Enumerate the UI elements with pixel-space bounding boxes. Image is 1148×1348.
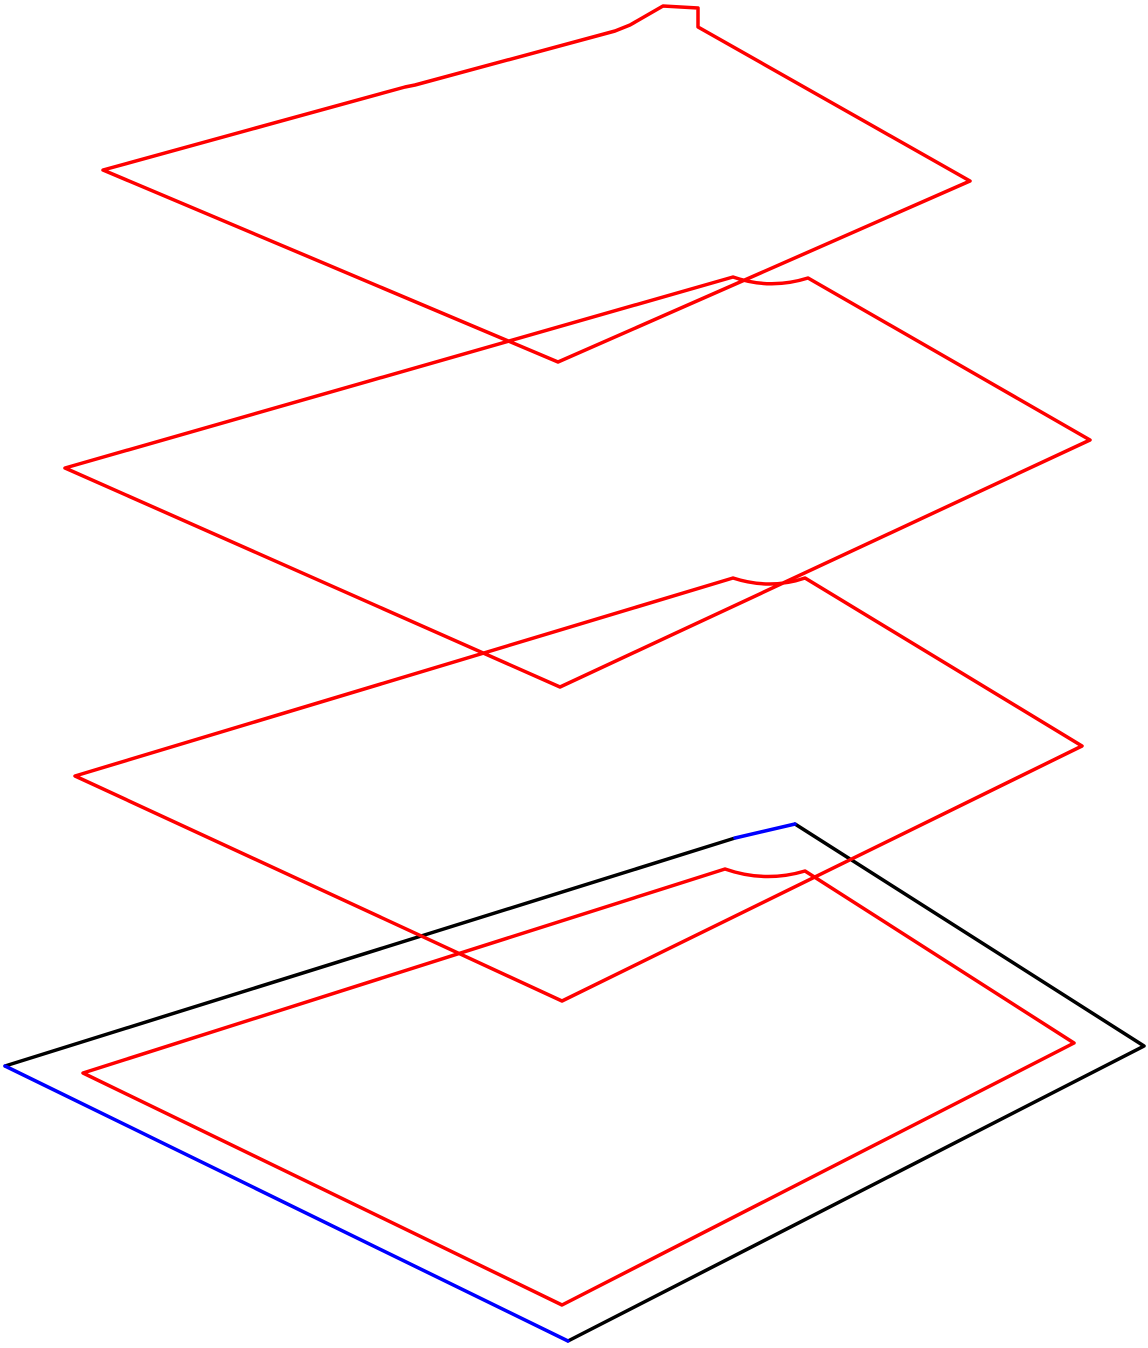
layer-3-outline <box>73 576 1084 1003</box>
base-highlight-top-edge <box>733 822 797 840</box>
layer-1-outline <box>101 4 972 364</box>
base-outline <box>3 822 1146 1343</box>
base-outline-group <box>3 822 1146 1343</box>
layer-4-outline <box>81 867 1076 1307</box>
base-highlight-left-edge <box>3 1064 570 1343</box>
layer-2-outline <box>63 275 1092 689</box>
